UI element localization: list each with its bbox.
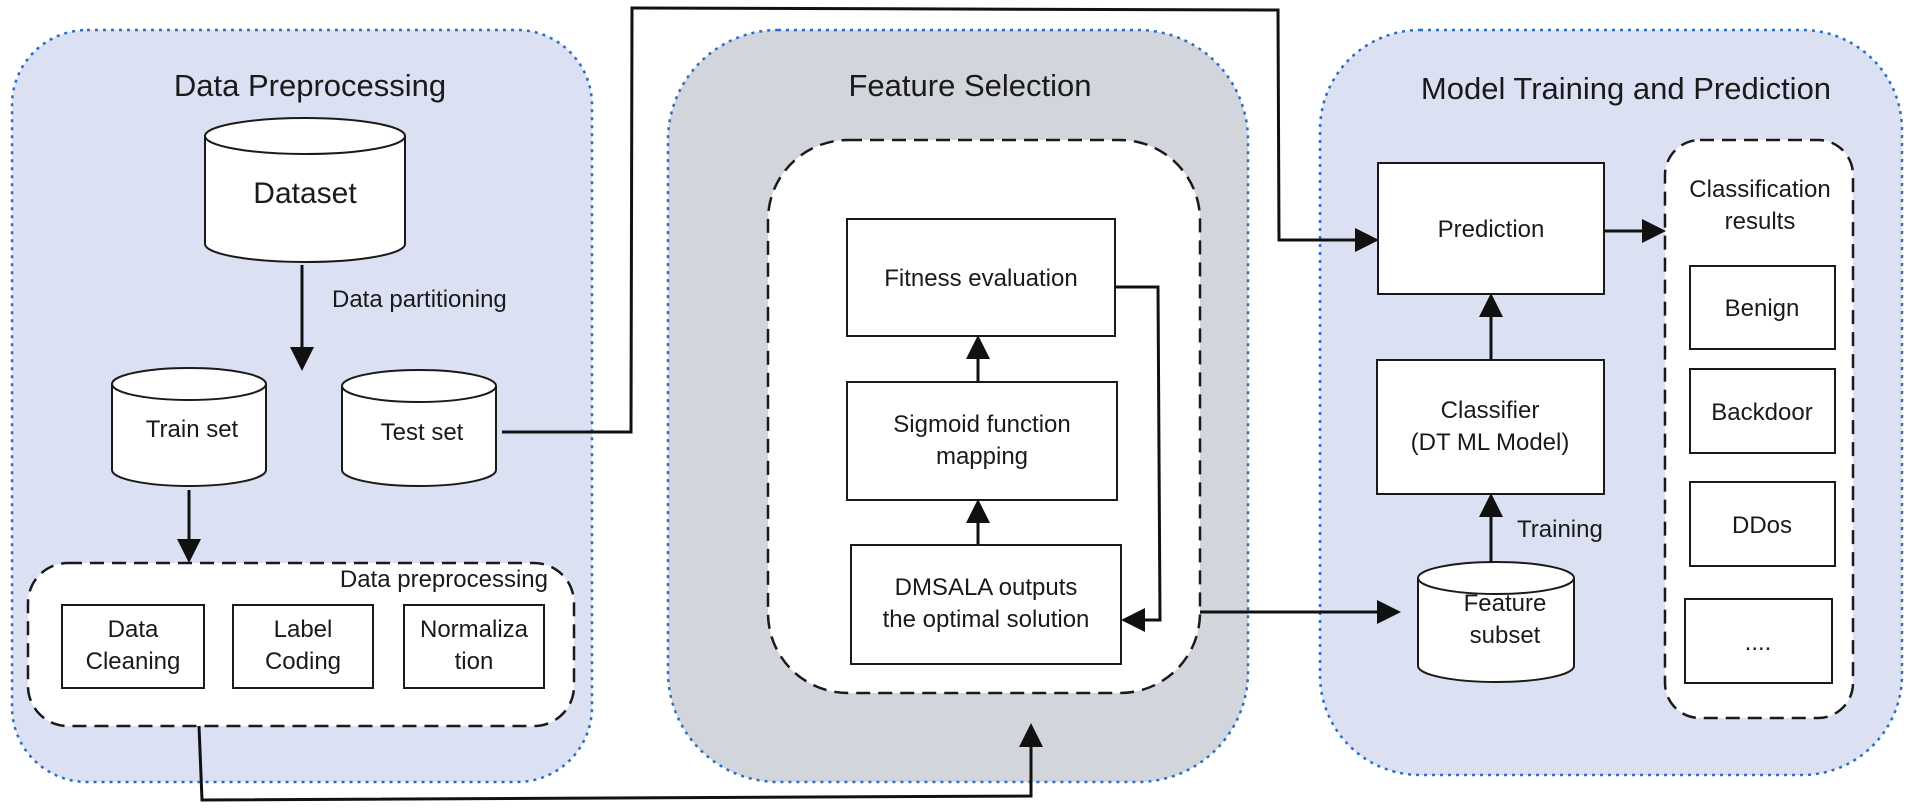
sigmoid-mapping-box: Sigmoid function mapping [846, 381, 1118, 501]
result-ddos-box: DDos [1689, 481, 1836, 567]
svg-text:Benign: Benign [1725, 295, 1800, 322]
dataset-cylinder: Dataset [204, 117, 406, 263]
svg-text:DMSALA outputs: DMSALA outputs [895, 574, 1078, 601]
result-benign-box: Benign [1689, 265, 1836, 350]
data-partitioning-label: Data partitioning [332, 286, 507, 313]
svg-text:Normaliza: Normaliza [420, 616, 529, 643]
test-set-to-prediction-connector [502, 6, 1379, 434]
training-label: Training [1517, 516, 1603, 543]
normalization-box: Normaliza tion [403, 604, 545, 689]
svg-text:Fitness evaluation: Fitness evaluation [884, 265, 1077, 292]
svg-text:the optimal solution: the optimal solution [883, 606, 1090, 633]
svg-text:subset: subset [1470, 622, 1541, 649]
feature-subset-cylinder: Feature subset [1417, 561, 1575, 683]
svg-text:Coding: Coding [265, 648, 341, 675]
label-coding-box: Label Coding [232, 604, 374, 689]
classification-results-title-2: results [1725, 208, 1796, 235]
svg-text:....: .... [1745, 629, 1772, 656]
prediction-box: Prediction [1377, 162, 1605, 295]
svg-text:mapping: mapping [936, 443, 1028, 470]
preprocessing-to-feature-selection-connector [197, 723, 1043, 802]
train-set-cylinder: Train set [111, 367, 267, 487]
svg-text:Label: Label [274, 616, 333, 643]
svg-text:tion: tion [455, 648, 494, 675]
test-set-label: Test set [381, 419, 464, 446]
classification-results-title: Classification [1689, 176, 1830, 203]
test-set-cylinder: Test set [341, 369, 497, 487]
result-more-box: .... [1684, 598, 1833, 684]
data-preprocessing-title: Data Preprocessing [174, 68, 446, 103]
model-training-title: Model Training and Prediction [1421, 71, 1831, 106]
svg-text:Sigmoid function: Sigmoid function [893, 411, 1070, 438]
svg-text:DDos: DDos [1732, 512, 1792, 539]
dataset-label: Dataset [253, 177, 357, 210]
svg-text:Prediction: Prediction [1438, 216, 1545, 243]
feature-selection-title: Feature Selection [849, 68, 1092, 103]
dmsala-output-box: DMSALA outputs the optimal solution [850, 544, 1122, 665]
svg-text:(DT ML Model): (DT ML Model) [1411, 429, 1570, 456]
svg-text:Data: Data [108, 616, 159, 643]
svg-text:Cleaning: Cleaning [86, 648, 181, 675]
train-set-label: Train set [146, 416, 239, 443]
result-backdoor-box: Backdoor [1689, 368, 1836, 454]
svg-text:Classifier: Classifier [1441, 397, 1540, 424]
data-preprocessing-group-label: Data preprocessing [340, 566, 548, 593]
fitness-to-dmsala-loop [1115, 285, 1162, 632]
data-cleaning-box: Data Cleaning [61, 604, 205, 689]
fitness-evaluation-box: Fitness evaluation [846, 218, 1116, 337]
svg-text:Backdoor: Backdoor [1711, 399, 1812, 426]
classifier-box: Classifier (DT ML Model) [1376, 359, 1605, 495]
svg-text:Feature: Feature [1464, 590, 1547, 617]
